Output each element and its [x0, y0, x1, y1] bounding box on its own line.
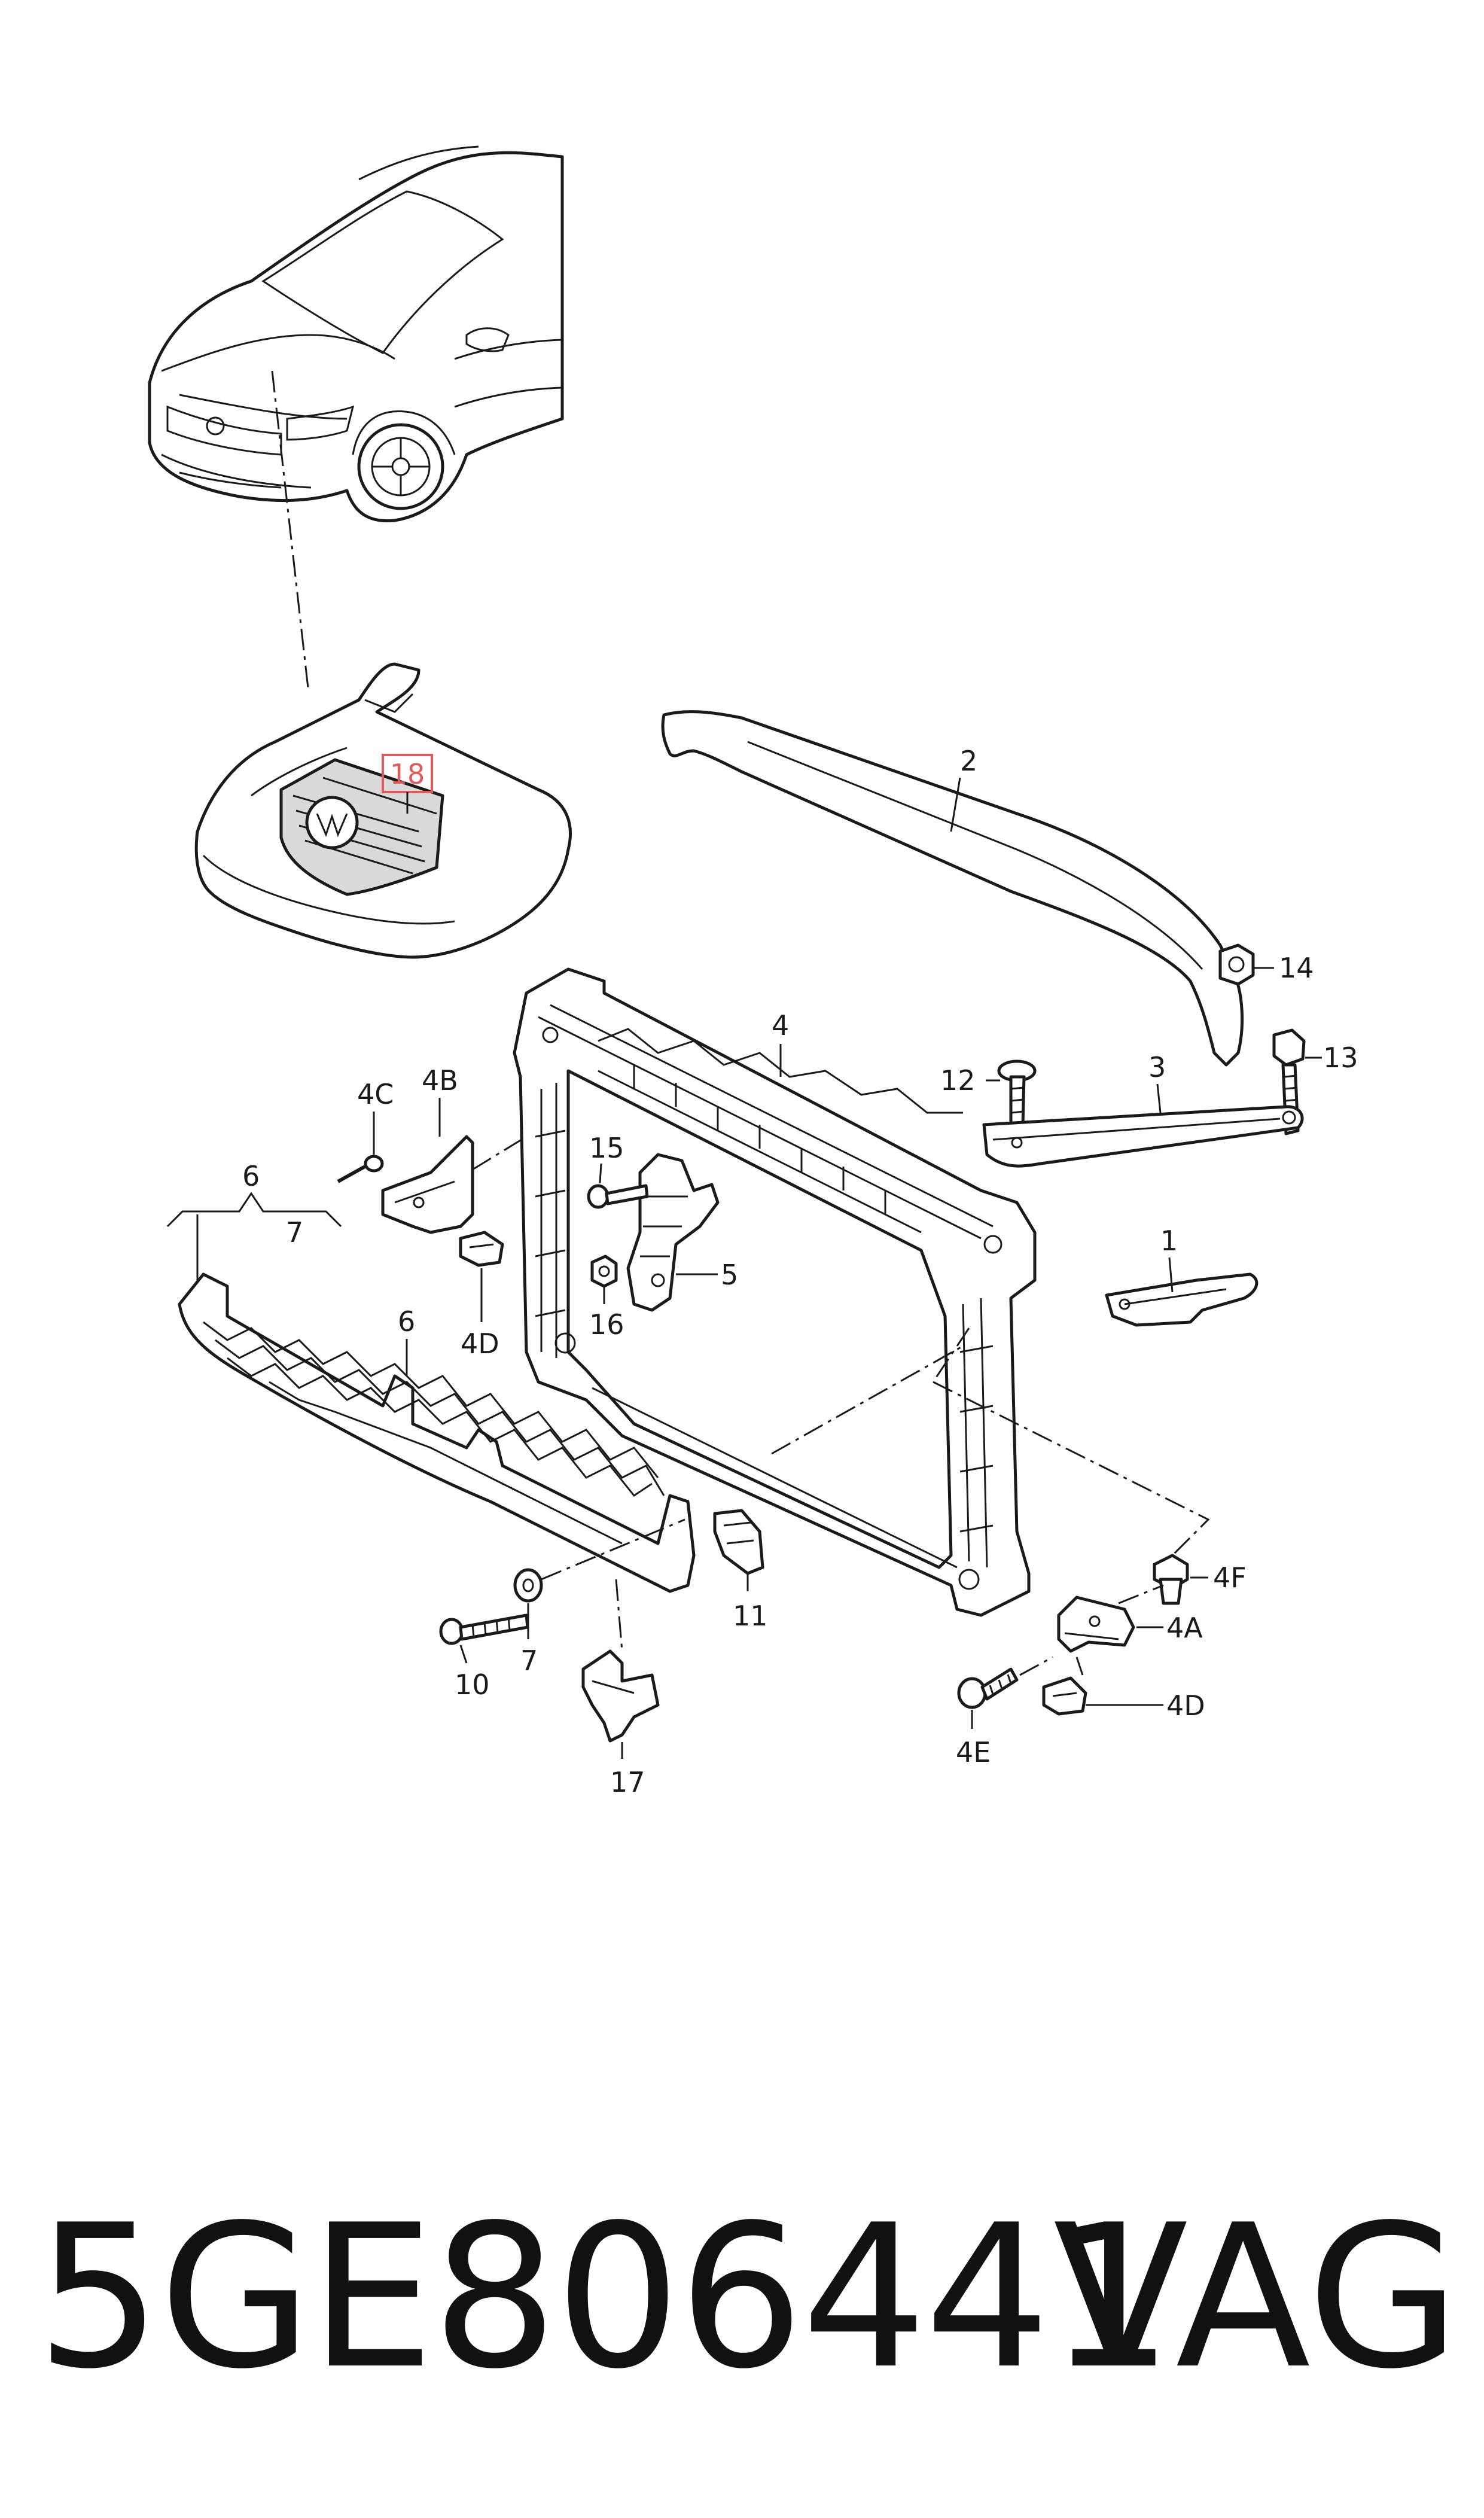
nut-part-4f — [1153, 1554, 1189, 1605]
nut-part-16 — [590, 1255, 618, 1288]
callout-18: 18 — [390, 758, 425, 790]
engine-cover-part-18 — [194, 662, 572, 959]
callout-4c: 4C — [357, 1078, 394, 1110]
clip-part-4d-right — [1042, 1676, 1087, 1716]
part-number-text: 5GE806441 — [36, 2182, 1174, 2412]
bracket-part-4b — [381, 1135, 474, 1234]
bolt-part-4e — [957, 1667, 1019, 1709]
footer: 5GE806441 VAG — [0, 2178, 1484, 2417]
lock-bracket-part-5 — [626, 1153, 720, 1312]
bracket-part-1 — [1105, 1272, 1258, 1327]
clip-part-4d-left — [459, 1231, 504, 1267]
screw-part-12 — [997, 1059, 1037, 1132]
callout-6-part: 6 — [398, 1305, 415, 1338]
callout-4d-left: 4D — [461, 1327, 499, 1360]
callout-11: 11 — [733, 1600, 768, 1632]
nut-part-14 — [1218, 943, 1255, 986]
callout-12: 12 — [940, 1064, 976, 1097]
callout-4e: 4E — [956, 1736, 991, 1768]
lower-grille-part-6 — [178, 1272, 696, 1593]
parts-exploded-diagram: 18 2 14 13 12 3 1 — [148, 145, 1358, 1798]
car-illustration — [148, 145, 564, 523]
callout-2: 2 — [960, 745, 977, 777]
rivet-part-4c — [337, 1155, 384, 1183]
callout-6-bracket: 6 — [242, 1160, 260, 1192]
callout-4f: 4F — [1213, 1561, 1247, 1594]
callout-5: 5 — [721, 1259, 738, 1291]
brand-text: VAG — [1053, 2182, 1460, 2412]
callout-10: 10 — [455, 1668, 490, 1701]
callout-3: 3 — [1148, 1051, 1166, 1083]
callout-15: 15 — [589, 1132, 624, 1164]
callout-4d-right: 4D — [1166, 1689, 1205, 1722]
strut-part-3 — [982, 1105, 1304, 1168]
upper-cross-member-part-2 — [661, 710, 1244, 1067]
bolt-part-10 — [439, 1613, 529, 1645]
callout-4b: 4B — [422, 1064, 458, 1097]
bracket-part-17 — [581, 1649, 660, 1743]
washer-part-7 — [513, 1568, 543, 1603]
callout-1: 1 — [1160, 1225, 1178, 1257]
callout-4a: 4A — [1166, 1612, 1203, 1644]
callout-4: 4 — [772, 1009, 789, 1042]
callout-7-bracket: 7 — [286, 1216, 303, 1249]
callout-16: 16 — [589, 1308, 624, 1341]
clip-part-11 — [713, 1509, 764, 1575]
callout-7-part: 7 — [520, 1645, 538, 1677]
callout-14: 14 — [1279, 952, 1314, 984]
bracket-part-4a — [1057, 1596, 1135, 1653]
callout-17: 17 — [610, 1766, 645, 1798]
bolt-part-15 — [587, 1184, 649, 1209]
callout-13: 13 — [1323, 1042, 1358, 1074]
